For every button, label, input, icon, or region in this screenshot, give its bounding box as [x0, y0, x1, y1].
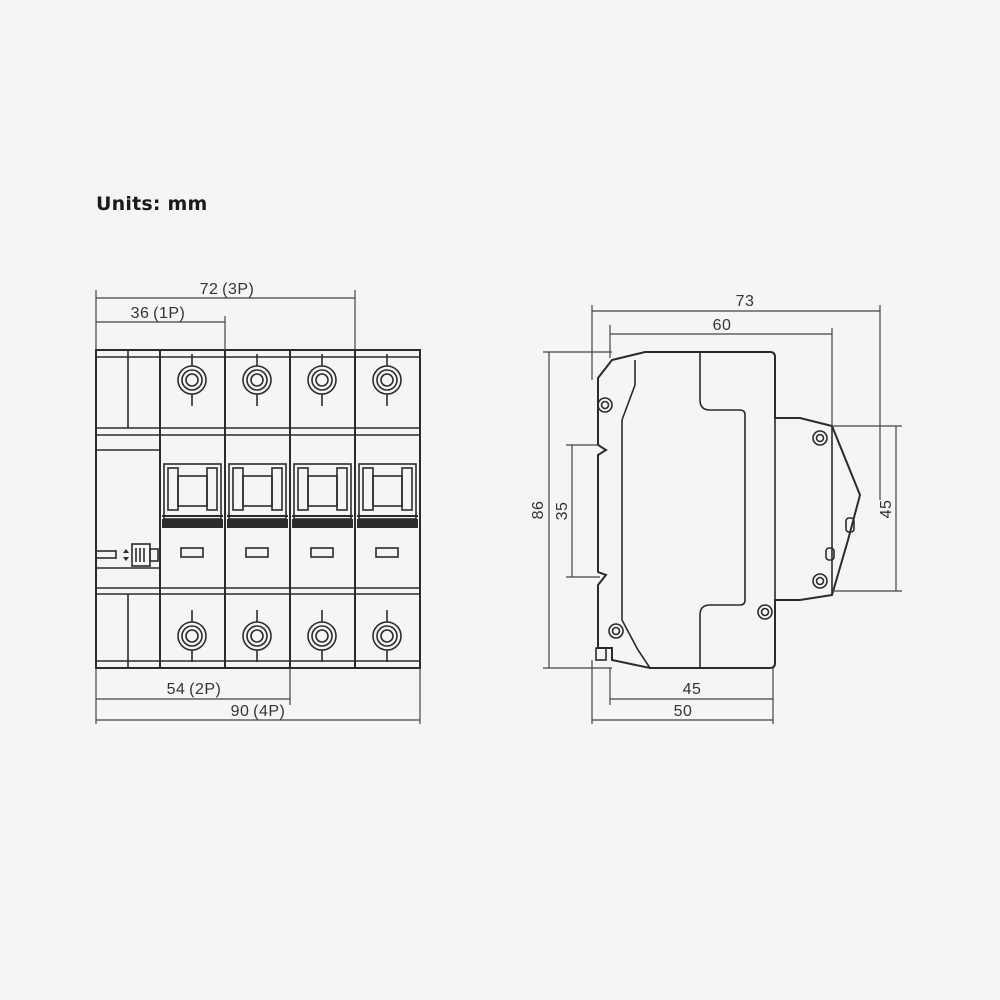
- terminal-screw-top: [177, 354, 207, 406]
- toggle-handle: [162, 463, 223, 528]
- toggle-handle: [357, 463, 418, 528]
- status-window: [180, 547, 204, 558]
- dim-label-45-base: 45: [683, 681, 702, 698]
- mounting-screw: [608, 623, 624, 639]
- terminal-screw-bottom: [307, 610, 337, 662]
- terminal-screw-bottom: [177, 610, 207, 662]
- dim-label-72-3p: 72 (3P): [200, 281, 255, 298]
- terminal-screw-top: [242, 354, 272, 406]
- terminal-screw-top: [307, 354, 337, 406]
- dim-label-50-base: 50: [674, 703, 693, 720]
- poles: [162, 354, 418, 662]
- toggle-handle: [227, 463, 288, 528]
- front-view-body: [95, 349, 421, 669]
- mounting-screw: [597, 397, 613, 413]
- side-view: [595, 351, 862, 669]
- status-window: [310, 547, 334, 558]
- side-screws: [597, 397, 828, 639]
- units-title: Units: mm: [96, 193, 208, 215]
- side-view-outline: [597, 351, 862, 669]
- toggle-handle: [292, 463, 353, 528]
- dim-label-86: 86: [530, 501, 547, 520]
- status-window: [375, 547, 399, 558]
- test-button: [95, 543, 159, 567]
- side-view-dimensions: 73 60 86 35 45 45 50: [530, 293, 902, 724]
- mounting-screw: [812, 573, 828, 589]
- front-view-dimensions: 72 (3P) 36 (1P) 54 (2P) 90 (4P): [95, 281, 421, 724]
- mounting-screw: [757, 604, 773, 620]
- dim-label-90-4p: 90 (4P): [231, 703, 286, 720]
- dim-label-60: 60: [713, 317, 732, 334]
- dim-label-54-2p: 54 (2P): [167, 681, 222, 698]
- dim-label-73: 73: [736, 293, 755, 310]
- terminal-screw-bottom: [242, 610, 272, 662]
- dim-label-45-height: 45: [878, 500, 895, 519]
- front-view: [95, 349, 421, 669]
- status-window: [245, 547, 269, 558]
- terminal-screw-bottom: [372, 610, 402, 662]
- mounting-screw: [812, 430, 828, 446]
- terminal-screw-top: [372, 354, 402, 406]
- dim-label-36-1p: 36 (1P): [131, 305, 186, 322]
- dim-label-35: 35: [554, 502, 571, 521]
